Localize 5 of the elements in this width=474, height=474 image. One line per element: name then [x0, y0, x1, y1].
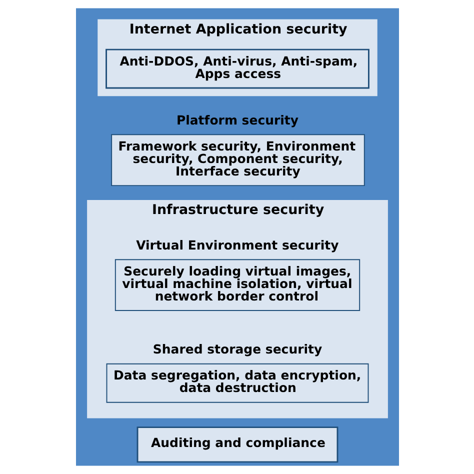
node-box: Anti-DDOS, Anti-virus, Anti-spam, Apps access: [105, 48, 369, 89]
node-box: Auditing and compliance: [136, 426, 338, 463]
node-label: Virtual Environment security: [136, 237, 338, 252]
node-label: Shared storage security: [152, 342, 322, 357]
node-label: Platform security: [176, 112, 298, 128]
